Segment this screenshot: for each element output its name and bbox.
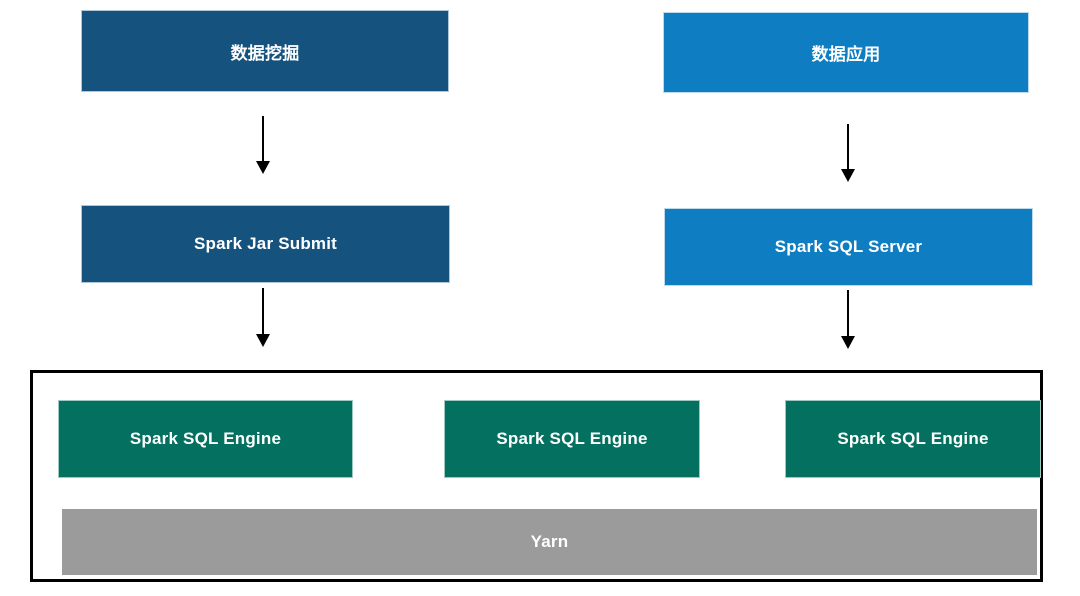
arrow-head bbox=[841, 336, 855, 349]
arrow-shaft bbox=[262, 288, 264, 334]
node-spark-sql-server-label: Spark SQL Server bbox=[774, 237, 923, 256]
node-data-mining-label: 数据挖掘 bbox=[230, 43, 300, 63]
node-spark-sql-engine-2: Spark SQL Engine bbox=[444, 400, 700, 478]
node-spark-sql-engine-1-label: Spark SQL Engine bbox=[129, 429, 282, 448]
node-spark-sql-engine-3-label: Spark SQL Engine bbox=[837, 429, 989, 448]
node-spark-sql-engine-2-label: Spark SQL Engine bbox=[496, 429, 648, 448]
node-spark-jar-submit: Spark Jar Submit bbox=[81, 205, 450, 283]
node-spark-sql-engine-3: Spark SQL Engine bbox=[785, 400, 1041, 478]
arrow-down-icon bbox=[841, 290, 855, 349]
cluster-container: Spark SQL Engine Spark SQL Engine Spark … bbox=[30, 370, 1043, 582]
arrow-down-icon bbox=[256, 288, 270, 347]
node-yarn: Yarn bbox=[62, 509, 1037, 575]
arrow-down-icon bbox=[256, 116, 270, 174]
node-data-application-label: 数据应用 bbox=[811, 45, 881, 64]
node-spark-jar-submit-label: Spark Jar Submit bbox=[193, 234, 338, 253]
arrow-head bbox=[841, 169, 855, 182]
arrow-down-icon bbox=[841, 124, 855, 182]
node-yarn-label: Yarn bbox=[530, 532, 569, 551]
node-spark-sql-server: Spark SQL Server bbox=[664, 208, 1033, 286]
node-data-application: 数据应用 bbox=[663, 12, 1029, 93]
node-data-mining: 数据挖掘 bbox=[81, 10, 449, 92]
arrow-shaft bbox=[262, 116, 264, 161]
arrow-shaft bbox=[847, 124, 849, 169]
arrow-head bbox=[256, 161, 270, 174]
arrow-head bbox=[256, 334, 270, 347]
node-spark-sql-engine-1: Spark SQL Engine bbox=[58, 400, 353, 478]
arrow-shaft bbox=[847, 290, 849, 336]
